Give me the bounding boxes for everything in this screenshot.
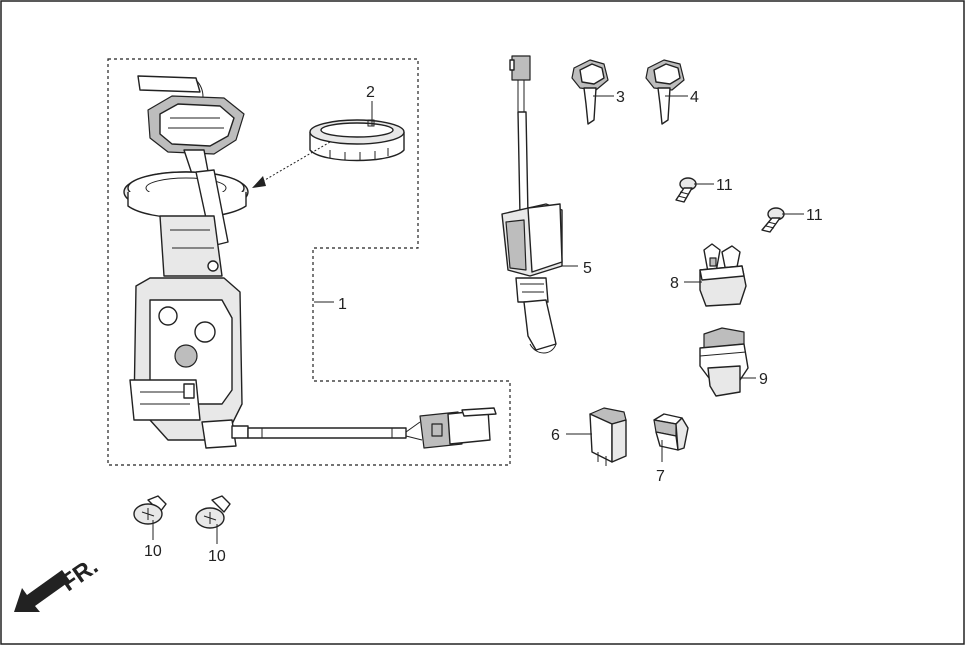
sensor-unit xyxy=(501,55,563,354)
screw-10-right xyxy=(195,495,231,529)
assembly-boundary xyxy=(107,58,511,466)
ring-cover xyxy=(309,119,405,162)
clip xyxy=(653,413,689,451)
front-direction-label: FR. xyxy=(56,553,103,597)
callout-6: 6 xyxy=(551,427,560,444)
callout-3: 3 xyxy=(616,89,625,106)
key-4 xyxy=(645,59,685,125)
ignition-switch-assembly xyxy=(123,75,497,449)
callout-9: 9 xyxy=(759,371,768,388)
key-3 xyxy=(571,59,609,125)
callout-5: 5 xyxy=(583,260,592,277)
install-direction-arrowhead xyxy=(252,176,266,188)
screw-10-left xyxy=(133,495,167,525)
relay-8 xyxy=(699,243,747,307)
callout-11-bottom: 11 xyxy=(806,207,823,224)
bolt-11-top xyxy=(675,177,697,203)
callout-10-left: 10 xyxy=(144,543,162,560)
bolt-11-bottom xyxy=(761,207,785,233)
relay-9 xyxy=(699,327,749,397)
install-direction-arrow xyxy=(257,141,331,185)
callout-2: 2 xyxy=(366,84,375,101)
front-direction-arrow-icon xyxy=(14,570,70,612)
callout-8: 8 xyxy=(670,275,679,292)
callout-11-top: 11 xyxy=(716,177,733,194)
callout-10-right: 10 xyxy=(208,548,226,565)
callout-1: 1 xyxy=(338,296,347,313)
callout-4: 4 xyxy=(690,89,699,106)
callout-7: 7 xyxy=(656,468,665,485)
relay-box xyxy=(589,407,627,466)
